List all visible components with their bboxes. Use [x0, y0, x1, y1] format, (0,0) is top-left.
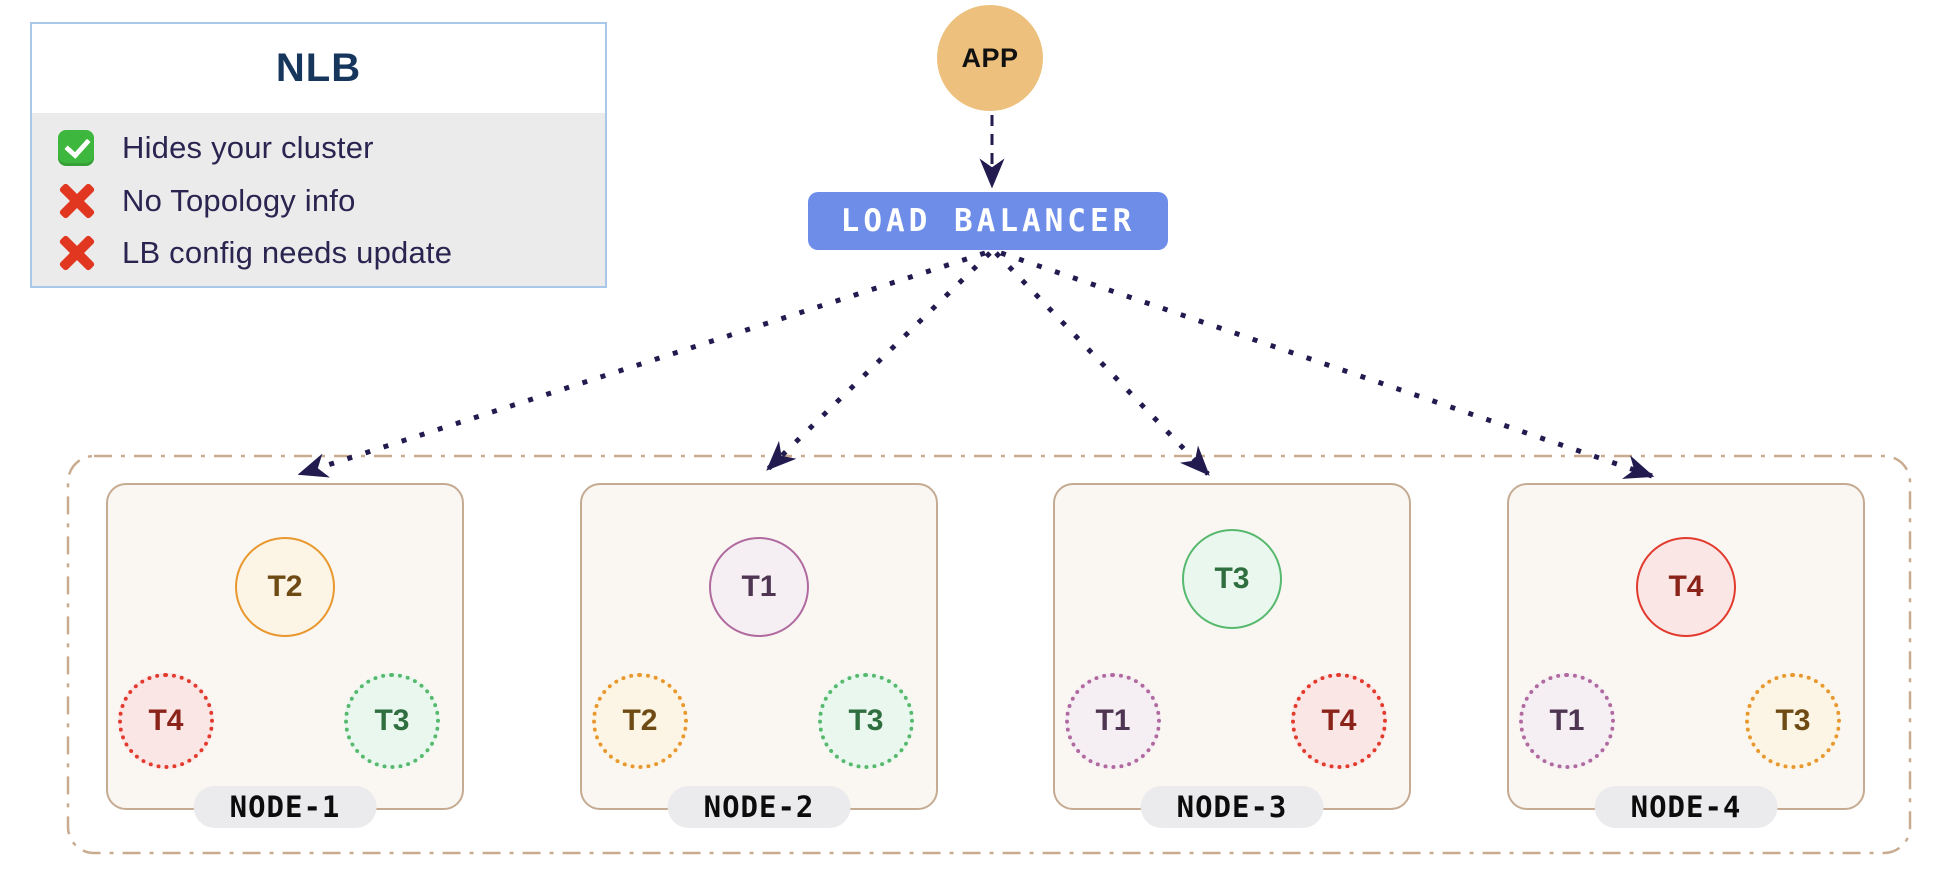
node-name: NODE-4	[1630, 790, 1742, 824]
topic-follower-circle: T3	[818, 673, 914, 769]
topic-follower-circle: T3	[344, 673, 440, 769]
topic-follower-circle: T4	[1291, 673, 1387, 769]
node-3-box: T3 T1 T4 NODE-3	[1053, 483, 1411, 828]
legend-title: NLB	[275, 46, 362, 90]
arrow-lb-to-node-2	[766, 251, 992, 471]
legend-item-text: No Topology info	[122, 182, 356, 218]
node-name-pill: NODE-1	[193, 786, 377, 828]
topic-follower-circle: T4	[118, 673, 214, 769]
load-balancer: LOAD BALANCER	[808, 192, 1168, 250]
legend-items: Hides your cluster No Topology info LB c…	[32, 113, 605, 286]
app-label: APP	[961, 42, 1019, 73]
node-name: NODE-2	[703, 790, 815, 824]
topic-leader-circle: T3	[1182, 529, 1282, 629]
cross-icon	[58, 182, 96, 220]
load-balancer-label: LOAD BALANCER	[840, 203, 1136, 239]
nlb-legend: NLB Hides your cluster No Topology info …	[30, 22, 607, 288]
topic-label: T4	[1321, 704, 1357, 737]
topic-label: T1	[1549, 704, 1585, 737]
node-name-pill: NODE-3	[1140, 786, 1324, 828]
app-node: APP	[937, 5, 1043, 111]
topic-label: T3	[374, 704, 410, 737]
arrow-lb-to-node-3	[994, 251, 1210, 476]
legend-item: LB config needs update	[50, 228, 587, 278]
node-1-box: T2 T4 T3 NODE-1	[106, 483, 464, 828]
topic-follower-circle: T2	[592, 673, 688, 769]
legend-item: No Topology info	[50, 176, 587, 226]
arrow-lb-to-node-4	[1000, 250, 1655, 479]
cross-icon	[58, 234, 96, 272]
topic-follower-circle: T3	[1745, 673, 1841, 769]
topic-label: T1	[741, 570, 777, 603]
topic-label: T3	[1214, 562, 1250, 595]
node-name-pill: NODE-2	[667, 786, 851, 828]
topic-follower-circle: T1	[1065, 673, 1161, 769]
topic-label: T4	[1668, 570, 1704, 603]
topic-follower-circle: T1	[1519, 673, 1615, 769]
topic-label: T2	[267, 570, 303, 603]
topic-leader-circle: T4	[1636, 537, 1736, 637]
topic-label: T4	[148, 704, 184, 737]
node-name-pill: NODE-4	[1594, 786, 1778, 828]
legend-item: Hides your cluster	[50, 123, 587, 173]
topic-label: T2	[622, 704, 658, 737]
check-icon	[58, 130, 94, 166]
topic-leader-circle: T2	[235, 537, 335, 637]
node-name: NODE-1	[229, 790, 341, 824]
node-name: NODE-3	[1176, 790, 1288, 824]
node-2-box: T1 T2 T3 NODE-2	[580, 483, 938, 828]
legend-item-text: Hides your cluster	[122, 130, 374, 165]
topic-label: T1	[1095, 704, 1131, 737]
topic-label: T3	[1775, 704, 1811, 737]
topic-label: T3	[848, 704, 884, 737]
legend-item-text: LB config needs update	[122, 235, 453, 270]
topic-leader-circle: T1	[709, 537, 809, 637]
node-4-box: T4 T1 T3 NODE-4	[1507, 483, 1865, 828]
